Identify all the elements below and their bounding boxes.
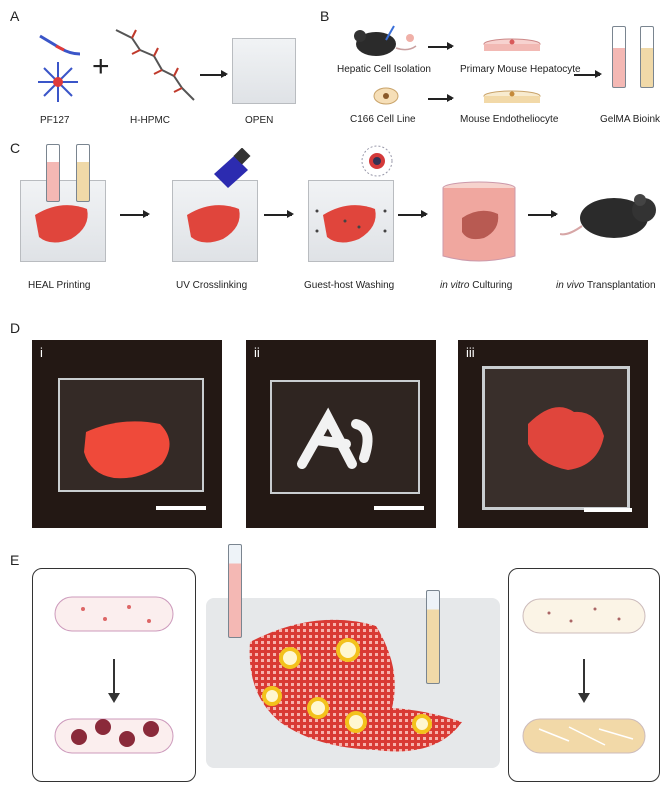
polymer-micelle-icon (38, 62, 78, 102)
panel-e-letter: E (10, 552, 20, 568)
in-vivo-label: in vivo Transplantation (556, 280, 656, 291)
uv-lamp-icon (214, 148, 251, 188)
open-label: OPEN (245, 115, 274, 126)
panel-d-letter: D (10, 320, 21, 336)
scale-bar (156, 506, 206, 510)
printing-bath (20, 180, 106, 262)
mouse-icon (560, 194, 656, 238)
left-inset (32, 568, 196, 782)
arrow-c2 (264, 211, 294, 217)
syringe-icon (426, 590, 440, 684)
primary-hepatocyte-label: Primary Mouse Hepatocyte (460, 64, 581, 75)
syringe-icon (46, 144, 60, 202)
heal-printing-label: HEAL Printing (28, 280, 91, 291)
arrow-c1 (120, 211, 150, 217)
syringe-icon (228, 544, 242, 638)
washing-bath (308, 180, 394, 262)
arrow-b1 (428, 43, 454, 49)
zoom-cell-icon (361, 145, 393, 177)
pf127-label: PF127 (40, 115, 70, 126)
mouse-icon (354, 25, 417, 56)
photo-i: i (32, 340, 222, 528)
beaker-icon (442, 181, 516, 262)
h-hpmc-label: H-HPMC (130, 115, 170, 126)
panel-a-letter: A (10, 8, 20, 24)
cell-icon (373, 87, 399, 105)
tissue-bed (206, 598, 500, 768)
photo-ii-label: ii (254, 345, 260, 360)
arrow-c3 (398, 211, 428, 217)
polymer-chain-icon (115, 29, 195, 101)
uv-bath (172, 180, 258, 262)
photo-ii: ii (246, 340, 436, 528)
petri-dish-icon (483, 38, 541, 51)
arrow-a (200, 71, 228, 77)
c166-label: C166 Cell Line (350, 114, 416, 125)
in-vitro-label: in vitro Culturing (440, 280, 513, 291)
scale-bar (584, 508, 632, 512)
polymer-strand-icon (39, 34, 81, 56)
uv-crosslinking-label: UV Crosslinking (176, 280, 248, 291)
syringe-tan-icon (640, 26, 654, 88)
photo-i-label: i (40, 345, 43, 360)
plus-sign: + (92, 50, 110, 83)
scale-bar (374, 506, 424, 510)
arrow-c4 (528, 211, 558, 217)
open-container-icon (232, 38, 296, 104)
arrow-b2 (428, 95, 454, 101)
gelma-label: GelMA Bioink (600, 114, 661, 125)
petri-dish-tan-icon (483, 90, 541, 103)
panel-c-letter: C (10, 140, 21, 156)
syringe-pink-icon (612, 26, 626, 88)
hepatic-isolation-label: Hepatic Cell Isolation (337, 64, 431, 75)
guest-host-label: Guest-host Washing (304, 280, 395, 291)
right-inset (508, 568, 660, 782)
endotheliocyte-label: Mouse Endotheliocyte (460, 114, 559, 125)
arrow-b3 (574, 71, 602, 77)
photo-iii: iii (458, 340, 648, 528)
syringe-icon (76, 144, 90, 202)
photo-iii-label: iii (466, 345, 475, 360)
panel-b-letter: B (320, 8, 330, 24)
